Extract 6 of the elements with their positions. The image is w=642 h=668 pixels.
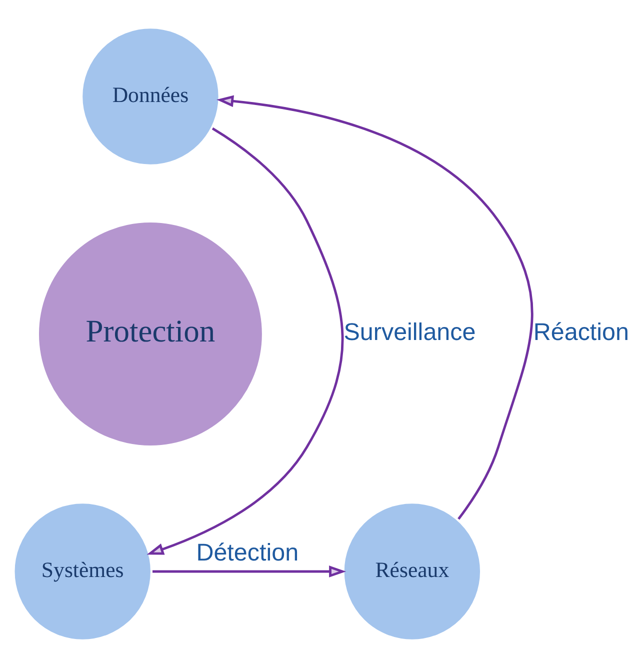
edge-label: Réaction: [533, 319, 629, 346]
arrow: [152, 566, 346, 578]
arrow: [216, 95, 534, 520]
edge-label: Surveillance: [344, 319, 476, 346]
edge-label: Détection: [196, 540, 299, 567]
arrow: [146, 127, 344, 555]
